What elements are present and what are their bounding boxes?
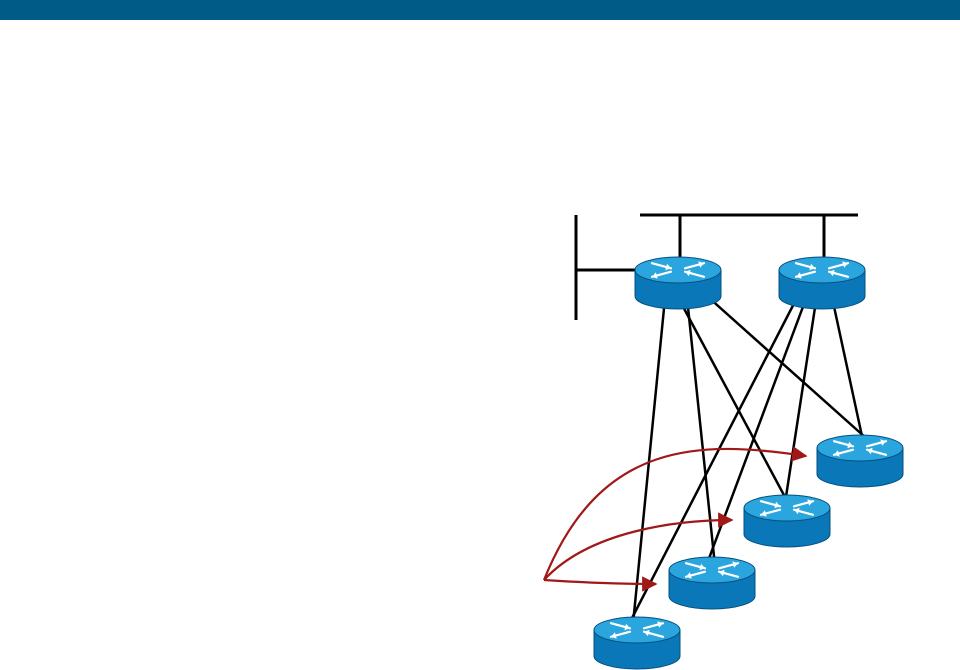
- router-icon: [684, 561, 740, 579]
- router-top: [634, 256, 722, 284]
- arrow-to-edge-2: [542, 446, 808, 581]
- arrow-to-edge-4: [543, 576, 658, 592]
- router-icon: [650, 261, 706, 279]
- router-icon: [832, 439, 888, 457]
- header-bar: [0, 0, 960, 20]
- router-edge-1[interactable]: [816, 434, 904, 488]
- link-core-right-edge-1: [828, 287, 864, 439]
- link-core-right-edge-4: [629, 287, 804, 621]
- link-core-right-edge-2: [784, 287, 820, 499]
- router-top: [743, 494, 831, 522]
- arrows-layer: [542, 446, 808, 592]
- link-core-left-edge-3: [684, 287, 716, 561]
- router-icon: [609, 621, 665, 639]
- router-edge-4[interactable]: [593, 616, 681, 670]
- link-core-left-edge-2: [671, 287, 787, 499]
- router-top: [668, 556, 756, 584]
- router-top: [816, 434, 904, 462]
- arrow-to-edge-3: [543, 512, 734, 581]
- link-core-left-edge-4: [632, 287, 668, 621]
- router-edge-3[interactable]: [668, 556, 756, 610]
- router-top: [778, 256, 866, 284]
- routers-layer: [593, 256, 904, 670]
- lan-segments: [574, 213, 858, 320]
- router-top: [593, 616, 681, 644]
- router-core-right[interactable]: [778, 256, 866, 310]
- router-icon: [794, 261, 850, 279]
- router-icon: [759, 499, 815, 517]
- router-core-left[interactable]: [634, 256, 722, 310]
- router-edge-2[interactable]: [743, 494, 831, 548]
